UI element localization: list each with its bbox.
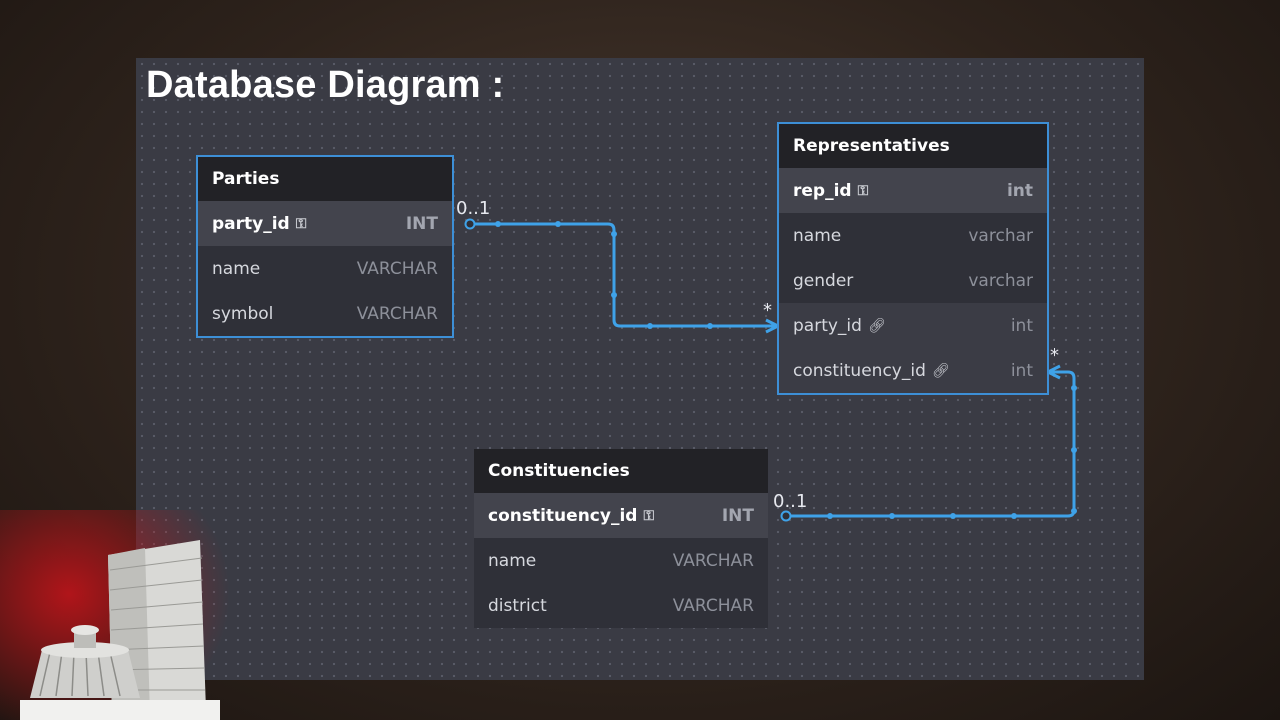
field-name: name (488, 550, 537, 571)
table-row[interactable]: party_id 🔗︎ int (779, 303, 1047, 348)
field-type: int (1010, 360, 1033, 381)
field-name: rep_id (793, 180, 852, 201)
zero-one-marker-constituencies (780, 510, 792, 522)
field-type: INT (405, 213, 438, 234)
field-name: party_id (212, 213, 290, 234)
parliament-building-image (0, 510, 230, 720)
many-marker-party (765, 318, 779, 334)
table-row[interactable]: name varchar (779, 213, 1047, 258)
field-type: INT (721, 505, 754, 526)
field-type: int (1006, 180, 1033, 201)
field-type: varchar (968, 225, 1033, 246)
field-type: VARCHAR (356, 258, 438, 279)
table-row[interactable]: gender varchar (779, 258, 1047, 303)
table-row[interactable]: name VARCHAR (474, 538, 768, 583)
key-icon: ⚿ (643, 507, 655, 524)
table-row[interactable]: constituency_id 🔗︎ int (779, 348, 1047, 393)
table-header[interactable]: Parties (198, 157, 452, 201)
table-header[interactable]: Constituencies (474, 449, 768, 493)
table-row[interactable]: party_id ⚿ INT (198, 201, 452, 246)
connector-dots (495, 221, 1077, 519)
constituency-relationship-line[interactable] (786, 370, 1076, 518)
table-constituencies[interactable]: Constituencies constituency_id ⚿ INT name… (474, 449, 768, 628)
key-icon: ⚿ (295, 215, 307, 232)
field-name: constituency_id (793, 360, 926, 381)
table-row[interactable]: rep_id ⚿ int (779, 168, 1047, 213)
many-marker-constituency (1047, 364, 1061, 380)
field-name: symbol (212, 303, 274, 324)
party-relationship-line[interactable] (470, 222, 778, 328)
reps-constituency-cardinality: * (1050, 345, 1059, 366)
field-name: district (488, 595, 547, 616)
field-type: varchar (968, 270, 1033, 291)
table-parties[interactable]: Parties party_id ⚿ INT name VARCHAR symbo… (196, 155, 454, 338)
field-name: party_id (793, 315, 862, 336)
field-type: VARCHAR (356, 303, 438, 324)
table-representatives[interactable]: Representatives rep_id ⚿ int name varchar… (777, 122, 1049, 395)
link-icon: 🔗︎ (931, 362, 950, 379)
table-row[interactable]: symbol VARCHAR (198, 291, 452, 336)
table-row[interactable]: district VARCHAR (474, 583, 768, 628)
reps-party-cardinality: * (763, 300, 772, 321)
constituencies-cardinality: 0..1 (773, 491, 808, 512)
field-type: int (1010, 315, 1033, 336)
table-row[interactable]: constituency_id ⚿ INT (474, 493, 768, 538)
field-name: gender (793, 270, 854, 291)
link-icon: 🔗︎ (867, 317, 886, 334)
field-name: name (212, 258, 261, 279)
field-type: VARCHAR (672, 595, 754, 616)
field-name: constituency_id (488, 505, 638, 526)
field-name: name (793, 225, 842, 246)
page-title: Database Diagram : (146, 64, 505, 106)
table-header[interactable]: Representatives (779, 124, 1047, 168)
key-icon: ⚿ (857, 182, 869, 199)
table-row[interactable]: name VARCHAR (198, 246, 452, 291)
parties-cardinality: 0..1 (456, 198, 491, 219)
field-type: VARCHAR (672, 550, 754, 571)
zero-one-marker-parties (464, 218, 476, 230)
